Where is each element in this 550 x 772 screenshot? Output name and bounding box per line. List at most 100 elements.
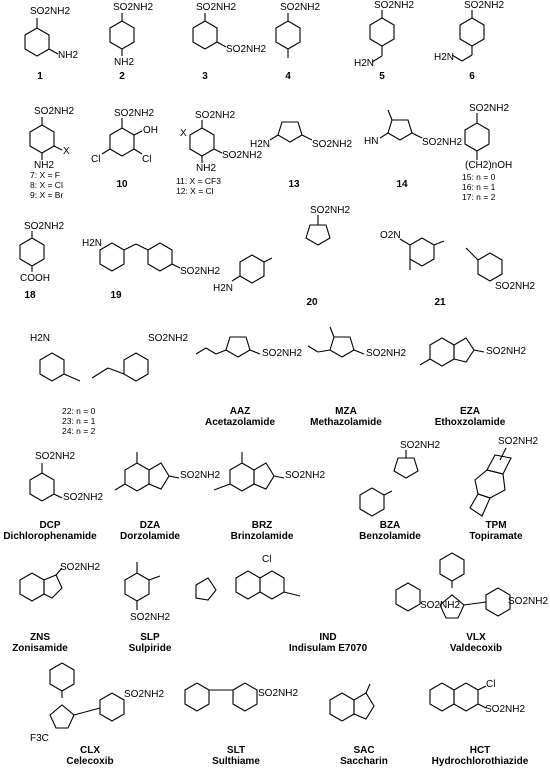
group-h2n: H2N <box>354 58 375 69</box>
group-cl: Cl <box>486 679 496 690</box>
compound-number: 3 <box>202 71 208 82</box>
structure-ind <box>235 570 421 612</box>
structure-slp <box>124 562 217 610</box>
group-so2nh2: SO2NH2 <box>196 2 237 13</box>
series-line: 8: X = Cl <box>30 180 63 190</box>
compound-name: Saccharin <box>340 756 388 767</box>
compound-name: Valdecoxib <box>449 643 503 654</box>
series-line: 23: n = 1 <box>62 416 96 426</box>
structure-hct <box>429 682 487 712</box>
group-h2n: H2N <box>213 283 234 294</box>
group-so2nh2: SO2NH2 <box>180 470 221 481</box>
compound-abbr: SLP <box>140 632 160 643</box>
compound-abbr: VLX <box>466 632 486 643</box>
group-so2nh2: SO2NH2 <box>24 221 65 232</box>
compound-series-7-9: 7: X = F 8: X = Cl 9: X = Br <box>30 170 63 200</box>
group-cl: Cl <box>91 154 101 165</box>
group-hn: HN <box>364 136 379 147</box>
structure-3 <box>192 13 227 50</box>
compound-abbr: EZA <box>460 406 480 417</box>
group-ch2noh: (CH2)nOH <box>465 160 513 171</box>
structure-15-17 <box>464 113 490 160</box>
structure-4 <box>275 13 301 58</box>
compound-abbr: SLT <box>226 745 246 756</box>
series-line: 9: X = Br <box>30 190 64 200</box>
group-so2nh2: SO2NH2 <box>485 704 526 715</box>
compound-number: 14 <box>396 179 408 190</box>
group-so2nh2: SO2NH2 <box>226 44 267 55</box>
group-h2n: H2N <box>250 139 271 150</box>
group-so2nh2: SO2NH2 <box>495 281 536 292</box>
group-so2nh2: SO2NH2 <box>63 492 104 503</box>
group-h2n: H2N <box>30 333 51 344</box>
group-nh2: NH2 <box>196 163 217 174</box>
structure-2 <box>109 13 135 56</box>
group-x: X <box>63 146 70 157</box>
compound-abbr: DCP <box>39 520 61 531</box>
group-h2n: H2N <box>434 52 455 63</box>
group-h2n: H2N <box>82 238 103 249</box>
compound-clx: CLX Celecoxib <box>40 745 140 767</box>
group-so2nh2: SO2NH2 <box>464 0 505 11</box>
structure-10 <box>101 118 143 157</box>
compound-abbr: CLX <box>80 745 100 756</box>
compound-name: Dorzolamide <box>119 531 180 542</box>
group-so2nh2: SO2NH2 <box>374 0 415 11</box>
compound-series-11-12: 11: X = CF3 12: X = Cl <box>176 176 221 196</box>
group-so2nh2: SO2NH2 <box>422 137 463 148</box>
group-so2nh2: SO2NH2 <box>180 266 221 277</box>
structure-11-12 <box>189 120 223 163</box>
compound-number: 5 <box>379 71 385 82</box>
group-so2nh2: SO2NH2 <box>35 451 76 462</box>
compound-name: Dichlorophenamide <box>3 531 97 542</box>
compound-dcp: DCP Dichlorophenamide <box>0 520 100 542</box>
group-so2nh2: SO2NH2 <box>124 689 165 700</box>
compound-number: 13 <box>288 179 300 190</box>
series-line: 16: n = 1 <box>462 182 496 192</box>
compound-name: Zonisamide <box>12 643 68 654</box>
series-line: 12: X = Cl <box>176 186 214 196</box>
structure-5 <box>369 10 395 63</box>
group-so2nh2: SO2NH2 <box>148 333 189 344</box>
compound-sac: SAC Saccharin <box>314 745 414 767</box>
compound-slp: SLP Sulpiride <box>100 632 200 654</box>
group-so2nh2: SO2NH2 <box>486 346 527 357</box>
compound-name: Hydrochlorothiazide <box>431 756 529 767</box>
structure-sac <box>329 683 375 722</box>
compound-name: Methazolamide <box>310 417 382 428</box>
compound-series-22-24: 22: n = 0 23: n = 1 24: n = 2 <box>62 406 95 436</box>
structure-aaz <box>195 336 261 358</box>
structure-7-9 <box>29 117 63 160</box>
group-so2nh2: SO2NH2 <box>400 440 441 451</box>
compound-aaz: AAZ Acetazolamide <box>190 406 290 428</box>
structure-1 <box>24 18 59 57</box>
group-so2nh2: SO2NH2 <box>30 6 71 17</box>
structure-bza <box>359 450 419 517</box>
compound-abbr: ZNS <box>30 632 50 643</box>
compound-name: Indisulam E7070 <box>288 643 368 654</box>
compound-number: 19 <box>110 290 122 301</box>
structure-dza <box>114 452 180 492</box>
structure-tpm <box>469 447 512 517</box>
structure-zns <box>19 567 63 602</box>
compound-abbr: SAC <box>353 745 375 756</box>
compound-mza: MZA Methazolamide <box>296 406 396 428</box>
group-nh2: NH2 <box>58 50 79 61</box>
group-so2nh2: SO2NH2 <box>312 139 353 150</box>
compound-tpm: TPM Topiramate <box>446 520 546 542</box>
group-so2nh2: SO2NH2 <box>366 348 407 359</box>
compound-dza: DZA Dorzolamide <box>100 520 200 542</box>
group-so2nh2: SO2NH2 <box>280 2 321 13</box>
structure-dcp <box>29 463 63 502</box>
series-line: 7: X = F <box>30 170 60 180</box>
structure-20 <box>231 215 331 284</box>
series-line: 24: n = 2 <box>62 426 96 436</box>
compound-abbr: BZA <box>379 520 401 531</box>
compound-number: 6 <box>469 71 475 82</box>
group-so2nh2: SO2NH2 <box>195 110 236 121</box>
series-line: 22: n = 0 <box>62 406 96 416</box>
structure-22-24 <box>39 352 149 382</box>
group-x: X <box>180 128 187 139</box>
compound-zns: ZNS Zonisamide <box>0 632 80 654</box>
structure-6 <box>451 10 485 62</box>
